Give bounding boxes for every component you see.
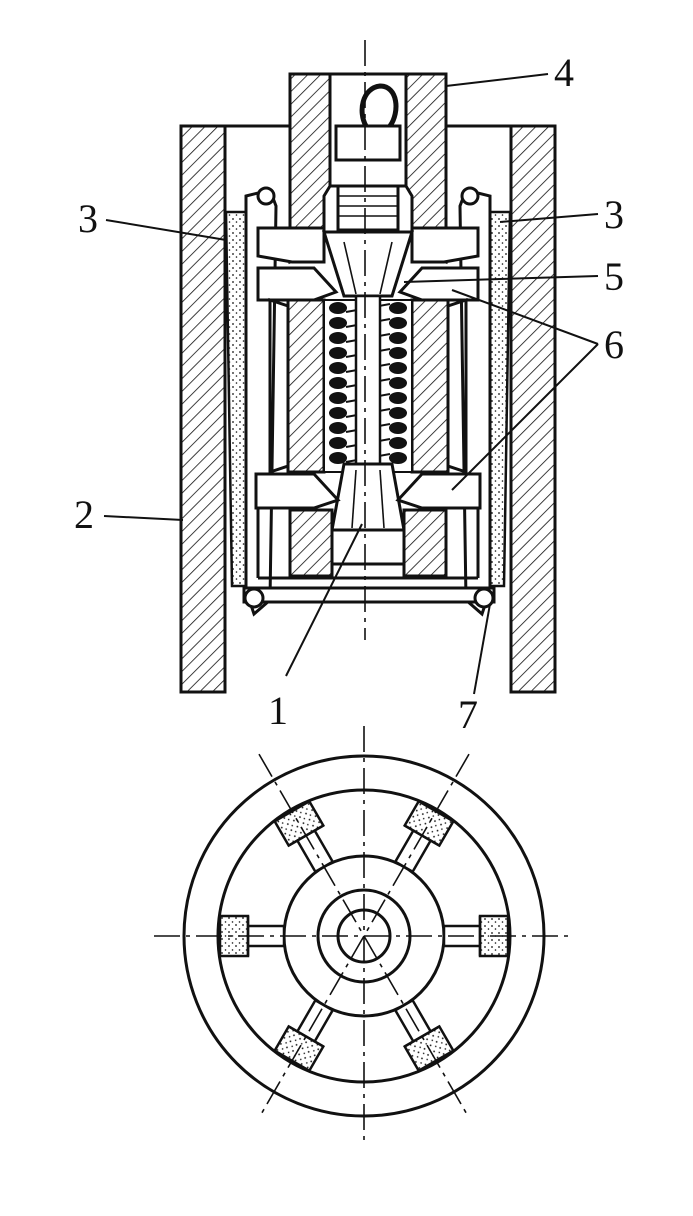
spring-rod — [242, 586, 496, 604]
spring-coil-left — [329, 377, 347, 389]
lower-wedge-right — [395, 472, 482, 510]
label-5: 5 — [604, 254, 624, 299]
spring-coil-right — [389, 422, 407, 434]
spring-coil-left — [329, 362, 347, 374]
abrasive-stone-right — [488, 210, 512, 588]
bore-wall-left — [179, 124, 227, 694]
upper-wedge-left — [256, 266, 339, 302]
leader-3-left — [105, 219, 227, 241]
spring-coil-right — [389, 437, 407, 449]
leader-7 — [473, 603, 491, 695]
spring-coil-right — [389, 377, 407, 389]
spring-coil-right — [389, 362, 407, 374]
leader-5 — [403, 275, 599, 283]
label-7: 7 — [458, 692, 478, 737]
spring-coil-right — [389, 332, 407, 344]
spring-coil-left — [329, 452, 347, 464]
spring-coil-right — [389, 317, 407, 329]
spring-coil-left — [329, 302, 347, 314]
leader-2 — [103, 515, 184, 521]
label-3-right: 3 — [604, 192, 624, 237]
spring-coil-left — [329, 392, 347, 404]
coupling-slot — [328, 72, 408, 188]
body-upper-left — [256, 226, 326, 264]
leader-1 — [285, 523, 363, 677]
spring-coil-left — [329, 317, 347, 329]
spring-coil-left — [329, 347, 347, 359]
plan-centerline — [258, 753, 470, 1119]
upper-cone — [321, 230, 415, 298]
spring-coil-right — [389, 302, 407, 314]
spring-coil-right — [389, 392, 407, 404]
spring-coil-left — [329, 332, 347, 344]
lower-wedge-left — [254, 472, 341, 510]
label-3-left: 3 — [78, 196, 98, 241]
leader-6a — [451, 289, 599, 345]
spring-coil-right — [389, 347, 407, 359]
body-left — [286, 298, 326, 474]
spring-coil-left — [329, 407, 347, 419]
leader-3-right — [499, 213, 599, 223]
spring-coil-left — [329, 437, 347, 449]
label-2: 2 — [74, 492, 94, 537]
body-upper-right — [410, 226, 480, 264]
spring-coil-left — [329, 422, 347, 434]
abrasive-stone-left — [224, 210, 248, 588]
lower-body-right — [402, 508, 448, 578]
plan-view — [154, 726, 574, 1146]
label-4: 4 — [554, 50, 574, 95]
leader-6b — [451, 343, 599, 491]
label-6: 6 — [604, 322, 624, 367]
leader-4 — [445, 73, 549, 87]
lower-cone — [330, 462, 406, 532]
body-right — [410, 298, 450, 474]
section-view — [103, 40, 599, 695]
central-rod — [354, 294, 382, 466]
label-1: 1 — [268, 688, 288, 733]
spring-coil-right — [389, 452, 407, 464]
spring-coil-right — [389, 407, 407, 419]
callout-labels: 4 3 3 5 6 2 1 7 — [74, 50, 624, 737]
lower-body-left — [288, 508, 334, 578]
